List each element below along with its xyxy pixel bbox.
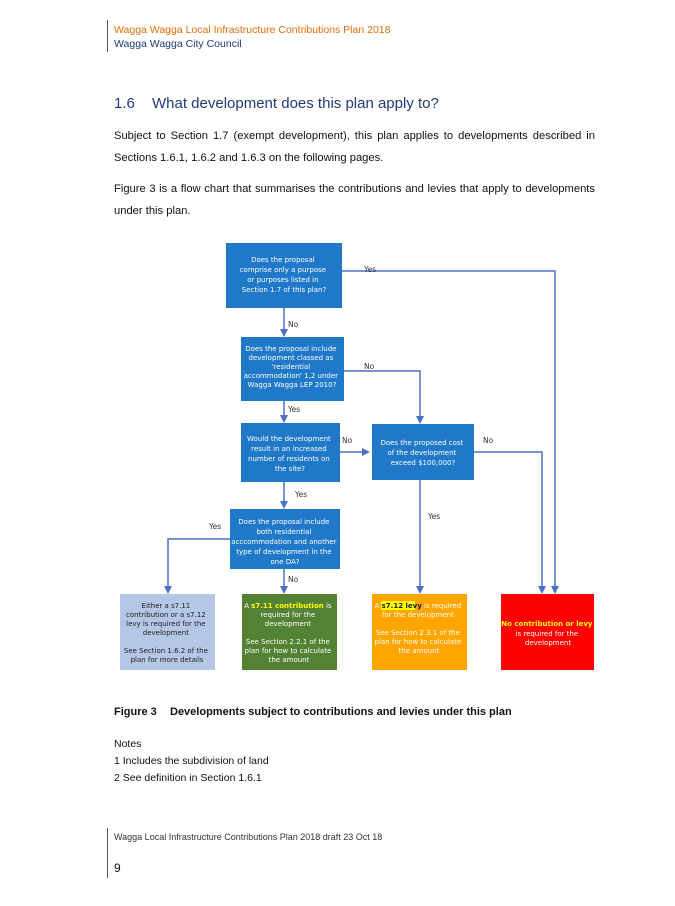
notes-heading: Notes [114,738,142,750]
figure-number: Figure 3 [114,706,157,718]
footer-text: Wagga Local Infrastructure Contributions… [114,832,383,842]
label-no-q1: No [288,320,299,329]
question-residents-box [241,423,340,482]
result-s712-text: A s7.12 levy is required for the develop… [375,602,464,655]
result-s711-box [242,594,337,670]
footer-rule [107,828,108,878]
organisation-name: Wagga Wagga City Council [114,38,242,50]
question-residents-text: Would the development result in an incre… [247,435,333,473]
result-s711-text: A s7.11 contribution is required for the… [244,602,334,664]
section-number: 1.6 [114,95,135,112]
arrow-q1-r4 [342,270,559,594]
question-cost-text: Does the proposed cost of the developmen… [380,439,465,467]
flow-chart: Yes No No Yes No No Yes Yes Yes No Does … [120,243,594,670]
question-mixed-text: Does the proposal include both residenti… [231,518,338,566]
label-no-q3: No [342,436,353,445]
label-yes-q4: Yes [427,512,440,521]
question-cost-box [372,424,474,480]
label-no-q5: No [288,575,299,584]
label-yes-q1: Yes [363,265,376,274]
figure-caption: Developments subject to contributions an… [170,706,512,718]
section-title: What development does this plan apply to… [152,95,439,112]
arrow-q5-r1 [164,538,230,594]
highlight-s712 [381,601,415,610]
question-exempt-box [226,243,342,308]
question-exempt-text: Does the proposal comprise only a purpos… [240,256,329,294]
question-residential-text: Does the proposal include development cl… [244,345,341,389]
page-number: 9 [114,861,121,875]
label-yes-q2: Yes [287,405,300,414]
question-residential-box [241,337,344,401]
result-either-box [120,594,215,670]
label-no-q2: No [364,362,375,371]
note-item: 1 Includes the subdivision of land [114,755,269,767]
header-rule [107,20,108,52]
result-either-text: Either a s7.11 contribution or a s7.12 l… [124,602,210,664]
label-no-q4: No [483,436,494,445]
label-yes-q3: Yes [294,490,307,499]
question-mixed-box [230,509,340,569]
note-item: 2 See definition in Section 1.6.1 [114,772,262,784]
paragraph-figure-intro: Figure 3 is a flow chart that summarises… [114,183,595,217]
paragraph-scope: Subject to Section 1.7 (exempt developme… [114,130,595,164]
result-none-box [501,594,594,670]
arrow-q2-q4 [342,370,424,424]
connectors [164,270,559,594]
document-title: Wagga Wagga Local Infrastructure Contrib… [114,24,391,36]
label-yes-q5: Yes [208,522,221,531]
result-none-text: No contribution or levy is required for … [501,620,594,647]
arrow-q4-r4 [474,451,546,594]
